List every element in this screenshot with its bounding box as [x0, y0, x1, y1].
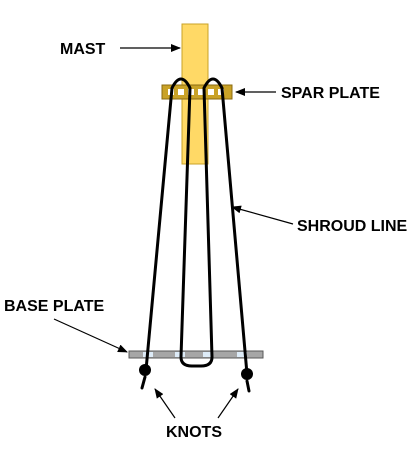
base-plate-label: BASE PLATE — [4, 298, 104, 315]
spar-plate-label: SPAR PLATE — [281, 85, 380, 102]
shroud-lines — [140, 77, 251, 393]
base-plate-arrow — [53, 318, 128, 353]
knots-arrow-right — [217, 388, 239, 419]
label-arrows — [53, 44, 294, 419]
shroud-line-label: SHROUD LINE — [297, 218, 408, 235]
knots-label: KNOTS — [166, 424, 222, 441]
knot-tail-left — [140, 375, 147, 390]
shroud-line-right — [190, 77, 249, 376]
shroud-line-arrow — [231, 205, 294, 225]
mast-label: MAST — [60, 41, 106, 58]
knots-arrow-left — [154, 388, 176, 419]
knot-left — [139, 364, 151, 376]
shroud-line-left — [144, 77, 194, 372]
knot-right — [241, 368, 253, 380]
knot-tail-right — [245, 379, 251, 393]
